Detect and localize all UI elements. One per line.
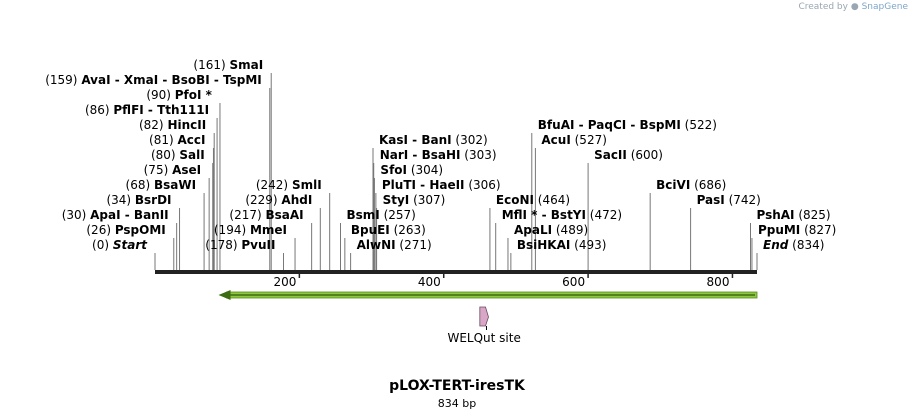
site-label-text: (86) PflFI - Tth111I <box>85 103 209 117</box>
credit-brand: SnapGene <box>861 2 908 12</box>
site-label-text: NarI - BsaHI (303) <box>380 148 497 162</box>
site-label-text: PshAI (825) <box>757 208 831 222</box>
site-label-text: KasI - BanI (302) <box>379 133 488 147</box>
site-mmei[interactable]: (194) MmeI <box>214 223 287 237</box>
ruler-tick-label: 800 <box>707 275 730 289</box>
site-styi[interactable]: StyI (307) <box>383 193 446 207</box>
site-label-text: BsiHKAI (493) <box>517 238 607 252</box>
site-label-text: (30) ApaI - BanII <box>62 208 169 222</box>
ruler-tick-label: 200 <box>273 275 296 289</box>
site-label-text: (194) MmeI <box>214 223 287 237</box>
site-connector-lines <box>154 73 758 270</box>
site-label-text: SfoI (304) <box>380 163 443 177</box>
welqut-site-marker[interactable] <box>479 306 489 327</box>
site-labels: (0) Start(26) PspOMI(30) ApaI - BanII(34… <box>45 58 836 252</box>
site-label-text: BfuAI - PaqCI - BspMI (522) <box>538 118 717 132</box>
site-label-text: (217) BsaAI <box>229 208 303 222</box>
site-smai[interactable]: (161) SmaI <box>193 58 263 72</box>
site-label-text: (80) SalI <box>151 148 205 162</box>
site-label-text: AcuI (527) <box>541 133 607 147</box>
site-pluti[interactable]: PluTI - HaeII (306) <box>382 178 501 192</box>
site-pspomi[interactable]: (26) PspOMI <box>86 223 165 237</box>
map-title: pLOX-TERT-iresTK <box>389 378 525 394</box>
ruler-tick-label: 400 <box>418 275 441 289</box>
site-alwni[interactable]: AlwNI (271) <box>357 238 432 252</box>
site-sfoi[interactable]: SfoI (304) <box>380 163 443 177</box>
site-avai[interactable]: (159) AvaI - XmaI - BsoBI - TspMI <box>45 73 262 87</box>
site-sacii[interactable]: SacII (600) <box>594 148 663 162</box>
site-pasi[interactable]: PasI (742) <box>697 193 761 207</box>
site-label-text: (161) SmaI <box>193 58 263 72</box>
site-label-text: BsmI (257) <box>347 208 416 222</box>
site-pshai[interactable]: PshAI (825) <box>757 208 831 222</box>
site-label-text: (229) AhdI <box>245 193 312 207</box>
site-label-text: ApaLI (489) <box>514 223 588 237</box>
feature-label: WELQut site <box>447 331 520 345</box>
site-sali[interactable]: (80) SalI <box>151 148 205 162</box>
snapgene-logo-icon: ● <box>850 2 859 12</box>
sequence-map: (0) Start(26) PspOMI(30) ApaI - BanII(34… <box>45 58 836 345</box>
feature-arrowhead-icon <box>218 290 231 300</box>
credit-prefix: Created by <box>798 2 848 12</box>
site-label-text: MflI * - BstYI (472) <box>502 208 622 222</box>
ruler-tick-label: 600 <box>562 275 585 289</box>
site-label-text: (34) BsrDI <box>106 193 171 207</box>
site-apai[interactable]: (30) ApaI - BanII <box>62 208 169 222</box>
site-label-text: (159) AvaI - XmaI - BsoBI - TspMI <box>45 73 262 87</box>
site-label-text: (90) PfoI * <box>146 88 212 102</box>
site-label-text: (178) PvuII <box>205 238 275 252</box>
site-end[interactable]: End (834) <box>763 238 824 252</box>
site-label-text: EcoNI (464) <box>496 193 570 207</box>
site-label-text: End (834) <box>763 238 824 252</box>
site-label-text: BpuEI (263) <box>351 223 426 237</box>
site-pflfi[interactable]: (86) PflFI - Tth111I <box>85 103 209 117</box>
sequence-backbone <box>155 270 757 274</box>
site-bsaai[interactable]: (217) BsaAI <box>229 208 303 222</box>
site-label-text: (75) AseI <box>144 163 202 177</box>
sequence-ruler: 200 400 600 800 <box>155 270 757 289</box>
site-label-text: AlwNI (271) <box>357 238 432 252</box>
site-bsrdi[interactable]: (34) BsrDI <box>106 193 171 207</box>
site-label-text: StyI (307) <box>383 193 446 207</box>
site-acci[interactable]: (81) AccI <box>149 133 205 147</box>
site-label-text: (0) Start <box>92 238 148 252</box>
feature-track: WELQut site <box>218 290 758 345</box>
site-bsihkai[interactable]: BsiHKAI (493) <box>517 238 607 252</box>
site-hincii[interactable]: (82) HincII <box>139 118 206 132</box>
site-mfli[interactable]: MflI * - BstYI (472) <box>502 208 622 222</box>
site-pvuii[interactable]: (178) PvuII <box>205 238 275 252</box>
site-smli[interactable]: (242) SmlI <box>256 178 322 192</box>
site-label-text: (81) AccI <box>149 133 205 147</box>
site-bsawi[interactable]: (68) BsaWI <box>126 178 197 192</box>
site-ahdi[interactable]: (229) AhdI <box>245 193 312 207</box>
site-bpuei[interactable]: BpuEI (263) <box>351 223 426 237</box>
site-econi[interactable]: EcoNI (464) <box>496 193 570 207</box>
site-bcivi[interactable]: BciVI (686) <box>656 178 726 192</box>
site-kasi[interactable]: KasI - BanI (302) <box>379 133 488 147</box>
site-label-text: PpuMI (827) <box>758 223 836 237</box>
site-label-text: PluTI - HaeII (306) <box>382 178 501 192</box>
site-asei[interactable]: (75) AseI <box>144 163 202 177</box>
site-apali[interactable]: ApaLI (489) <box>514 223 588 237</box>
site-bfuai[interactable]: BfuAI - PaqCI - BspMI (522) <box>538 118 717 132</box>
site-label-text: (68) BsaWI <box>126 178 197 192</box>
site-pfoi[interactable]: (90) PfoI * <box>146 88 212 102</box>
site-start[interactable]: (0) Start <box>92 238 148 252</box>
map-size: 834 bp <box>437 397 477 410</box>
site-label-text: (82) HincII <box>139 118 206 132</box>
site-label-text: PasI (742) <box>697 193 761 207</box>
site-acui[interactable]: AcuI (527) <box>541 133 607 147</box>
site-nari[interactable]: NarI - BsaHI (303) <box>380 148 497 162</box>
site-label-text: (26) PspOMI <box>86 223 165 237</box>
site-ppumi[interactable]: PpuMI (827) <box>758 223 836 237</box>
site-label-text: BciVI (686) <box>656 178 726 192</box>
site-label-text: SacII (600) <box>594 148 663 162</box>
site-bsmi[interactable]: BsmI (257) <box>347 208 416 222</box>
site-label-text: (242) SmlI <box>256 178 322 192</box>
snapgene-credit: Created by ● SnapGene <box>798 2 908 12</box>
